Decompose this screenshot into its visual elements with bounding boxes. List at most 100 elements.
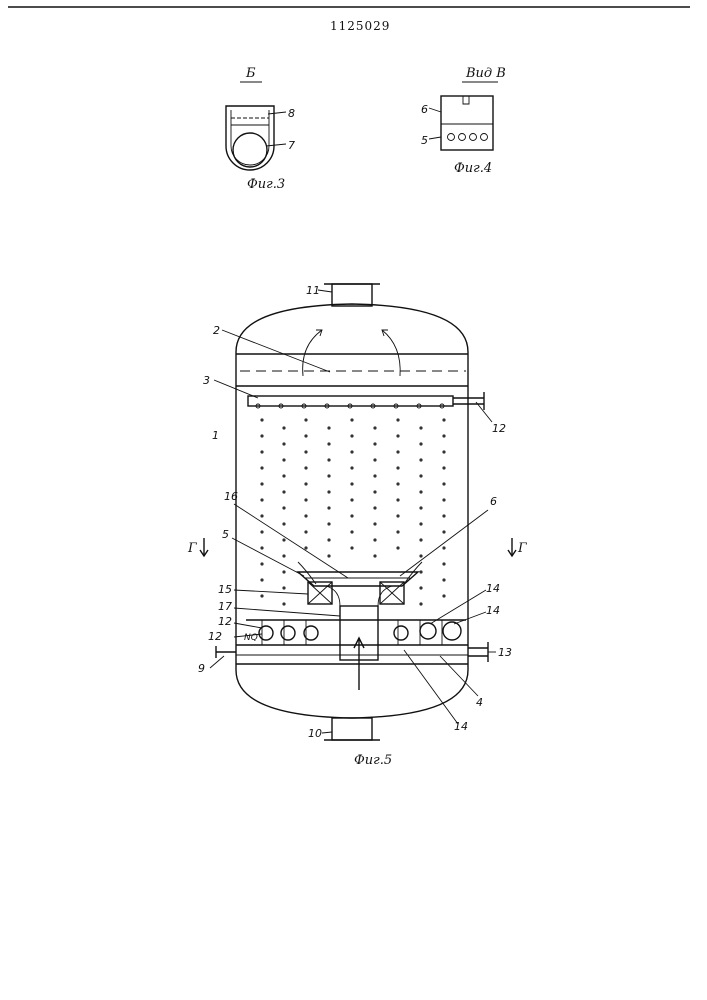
droplet-85	[260, 578, 263, 581]
droplet-17	[442, 434, 445, 437]
leader-4	[440, 656, 478, 696]
fig5-arrow-up-right	[382, 330, 400, 376]
droplet-18	[260, 450, 263, 453]
fig5-section-mark-left: Г	[187, 541, 197, 556]
droplet-6	[396, 418, 399, 421]
fig3-section-label: Б	[245, 66, 256, 81]
droplet-0	[260, 418, 263, 421]
fig4-leader-5	[429, 137, 441, 139]
droplet-14	[373, 442, 376, 445]
droplet-24	[396, 450, 399, 453]
droplet-80	[442, 546, 445, 549]
droplet-69	[396, 530, 399, 533]
droplet-83	[419, 570, 422, 573]
droplet-13	[350, 434, 353, 437]
droplet-59	[373, 522, 376, 525]
droplet-44	[442, 482, 445, 485]
droplet-74	[304, 546, 307, 549]
leader-9	[210, 656, 224, 668]
fig5-label-4: 4	[476, 696, 483, 709]
droplet-52	[419, 506, 422, 509]
fig5-label-5: 5	[222, 528, 229, 541]
droplet-82	[282, 570, 285, 573]
droplet-5	[373, 426, 376, 429]
droplet-79	[419, 554, 422, 557]
droplet-34	[419, 474, 422, 477]
leader-5	[232, 538, 304, 576]
droplet-37	[282, 490, 285, 493]
droplet-8	[442, 418, 445, 421]
fig4-hole-1	[448, 134, 455, 141]
fig5-label-9: 9	[198, 662, 205, 675]
fig5-label-14-b: 14	[486, 604, 500, 617]
droplet-67	[350, 530, 353, 533]
droplet-28	[282, 474, 285, 477]
fig5-section-mark-right: Г	[517, 541, 527, 556]
fig5-label-16: 16	[224, 490, 238, 503]
fig4-hole-2	[459, 134, 466, 141]
fig5-label-17: 17	[218, 600, 232, 613]
droplet-7	[419, 426, 422, 429]
droplet-58	[350, 514, 353, 517]
droplet-22	[350, 450, 353, 453]
droplet-12	[327, 442, 330, 445]
droplet-50	[373, 506, 376, 509]
droplet-90	[282, 602, 285, 605]
droplet-66	[327, 538, 330, 541]
fig5-label-12-top: 12	[492, 422, 506, 435]
droplet-1	[282, 426, 285, 429]
droplet-46	[282, 506, 285, 509]
fig5-label-1: 1	[212, 429, 219, 442]
droplet-43	[419, 490, 422, 493]
leader-2	[222, 330, 330, 372]
leader-16	[234, 504, 348, 578]
fig5-bottom-nozzle	[332, 718, 372, 740]
droplet-27	[260, 466, 263, 469]
fig5-pipe-circle-2	[281, 626, 295, 640]
fig3-channel-outline	[226, 106, 274, 170]
droplet-39	[327, 490, 330, 493]
droplet-40	[350, 482, 353, 485]
droplet-89	[260, 594, 263, 597]
droplet-29	[304, 466, 307, 469]
fig5-label-6: 6	[490, 495, 497, 508]
figure-4: Вид В 6 5 Фиг.4	[421, 66, 506, 176]
droplet-55	[282, 522, 285, 525]
droplet-57	[327, 522, 330, 525]
droplet-60	[396, 514, 399, 517]
droplet-41	[373, 490, 376, 493]
fig5-label-13: 13	[498, 646, 512, 659]
fig5-pipe-circle-5	[420, 623, 436, 639]
fig3-label-7: 7	[288, 139, 295, 152]
fig5-droplet-field	[256, 404, 446, 606]
fig4-notch	[463, 96, 469, 104]
droplet-78	[396, 546, 399, 549]
fig5-caption: Фиг.5	[354, 753, 392, 768]
fig4-leader-6	[429, 108, 441, 112]
droplet-88	[442, 578, 445, 581]
fig5-label-2: 2	[213, 324, 220, 337]
fig5-label-12-a: 12	[218, 615, 232, 628]
droplet-53	[442, 498, 445, 501]
droplet-36	[260, 482, 263, 485]
fig5-detail-leader	[400, 510, 488, 576]
droplet-84	[442, 562, 445, 565]
fig5-vessel-shell	[236, 304, 468, 718]
droplet-2	[304, 418, 307, 421]
droplet-64	[282, 538, 285, 541]
fig4-view-label: Вид В	[465, 66, 506, 81]
leader-12-a	[234, 623, 262, 628]
droplet-49	[350, 498, 353, 501]
droplet-11	[304, 434, 307, 437]
droplet-62	[442, 514, 445, 517]
droplet-65	[304, 530, 307, 533]
droplet-16	[419, 442, 422, 445]
fig4-caption: Фиг.4	[454, 161, 492, 176]
droplet-25	[419, 458, 422, 461]
droplet-26	[442, 450, 445, 453]
fig3-pipe	[233, 133, 267, 167]
patent-number: 1125029	[330, 19, 390, 33]
droplet-72	[260, 546, 263, 549]
droplet-9	[260, 434, 263, 437]
